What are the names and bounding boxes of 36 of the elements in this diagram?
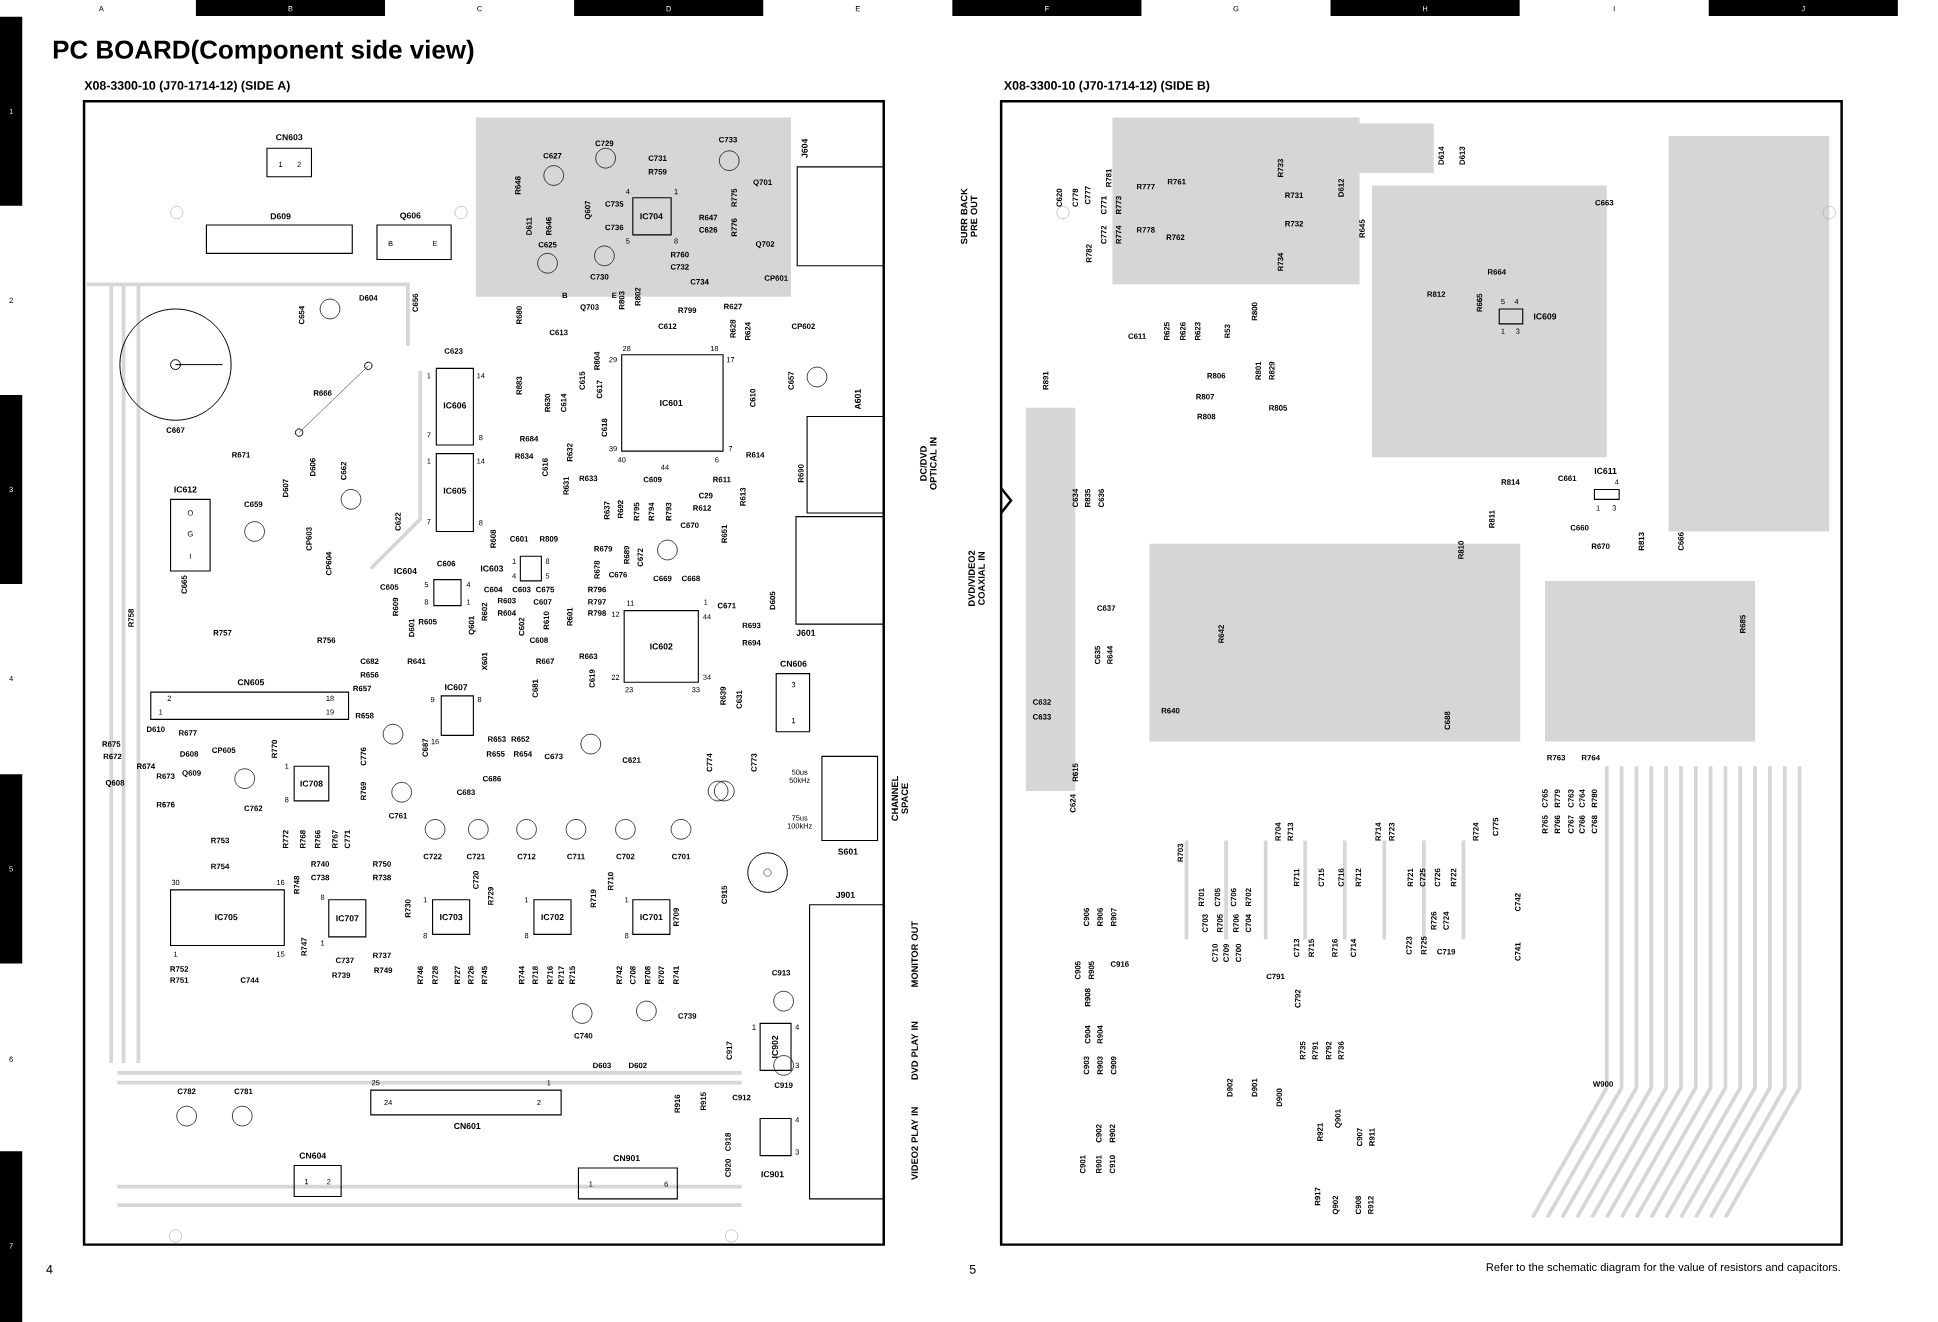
- jack-label: DVD/VIDEO2 COAXIAL IN: [968, 550, 985, 606]
- node-label: X08-3300-10 (J70-1714-12) (SIDE A): [84, 80, 290, 93]
- switch: S601: [821, 755, 879, 855]
- node-label: J604: [801, 138, 808, 158]
- node-label: IC611: [1594, 467, 1617, 474]
- node-label: CN606: [780, 660, 807, 667]
- node-label: CN601: [454, 1122, 481, 1129]
- jack-label: VIDEO2 PLAY IN: [911, 1107, 918, 1180]
- node-label: CN604: [299, 1152, 327, 1159]
- jack-label: MONITOR OUT: [911, 920, 918, 987]
- node-label: IC612: [174, 486, 197, 493]
- jack-label: DVD PLAY IN: [911, 1021, 918, 1080]
- jack-label: SURR BACK PRE OUT: [960, 188, 978, 244]
- node-label: CN901: [613, 1154, 640, 1161]
- node-label: IC609: [1534, 313, 1557, 320]
- diode-outline: D609: [205, 213, 353, 254]
- node-label: IC604: [394, 567, 417, 574]
- node-label: J601: [796, 629, 816, 636]
- node-label: D609: [270, 213, 291, 220]
- page-number: 4: [46, 1264, 53, 1274]
- jack-label: CHANNEL SPACE: [891, 775, 909, 821]
- jack-label: DC/DVD OPTICAL IN: [919, 437, 937, 490]
- node-label: IC901: [761, 1170, 784, 1178]
- page-number: 5: [969, 1264, 976, 1274]
- footnote: Refer to the schematic diagram for the value of resistors and capacitors.: [1486, 1262, 1840, 1274]
- node-label: X08-3300-10 (J70-1714-12) (SIDE B): [1003, 80, 1210, 93]
- jack: A601: [806, 388, 885, 514]
- jack: J901: [809, 891, 885, 1200]
- title: PC BOARD(Component side view): [53, 39, 474, 64]
- node-label: IC603: [480, 565, 504, 572]
- jack: J604: [796, 138, 885, 267]
- node-label: Q606: [400, 212, 421, 220]
- jack: J601: [795, 515, 885, 636]
- node-label: CN603: [276, 133, 303, 141]
- node-label: IC607: [445, 683, 468, 691]
- node-label: CN605: [237, 678, 265, 686]
